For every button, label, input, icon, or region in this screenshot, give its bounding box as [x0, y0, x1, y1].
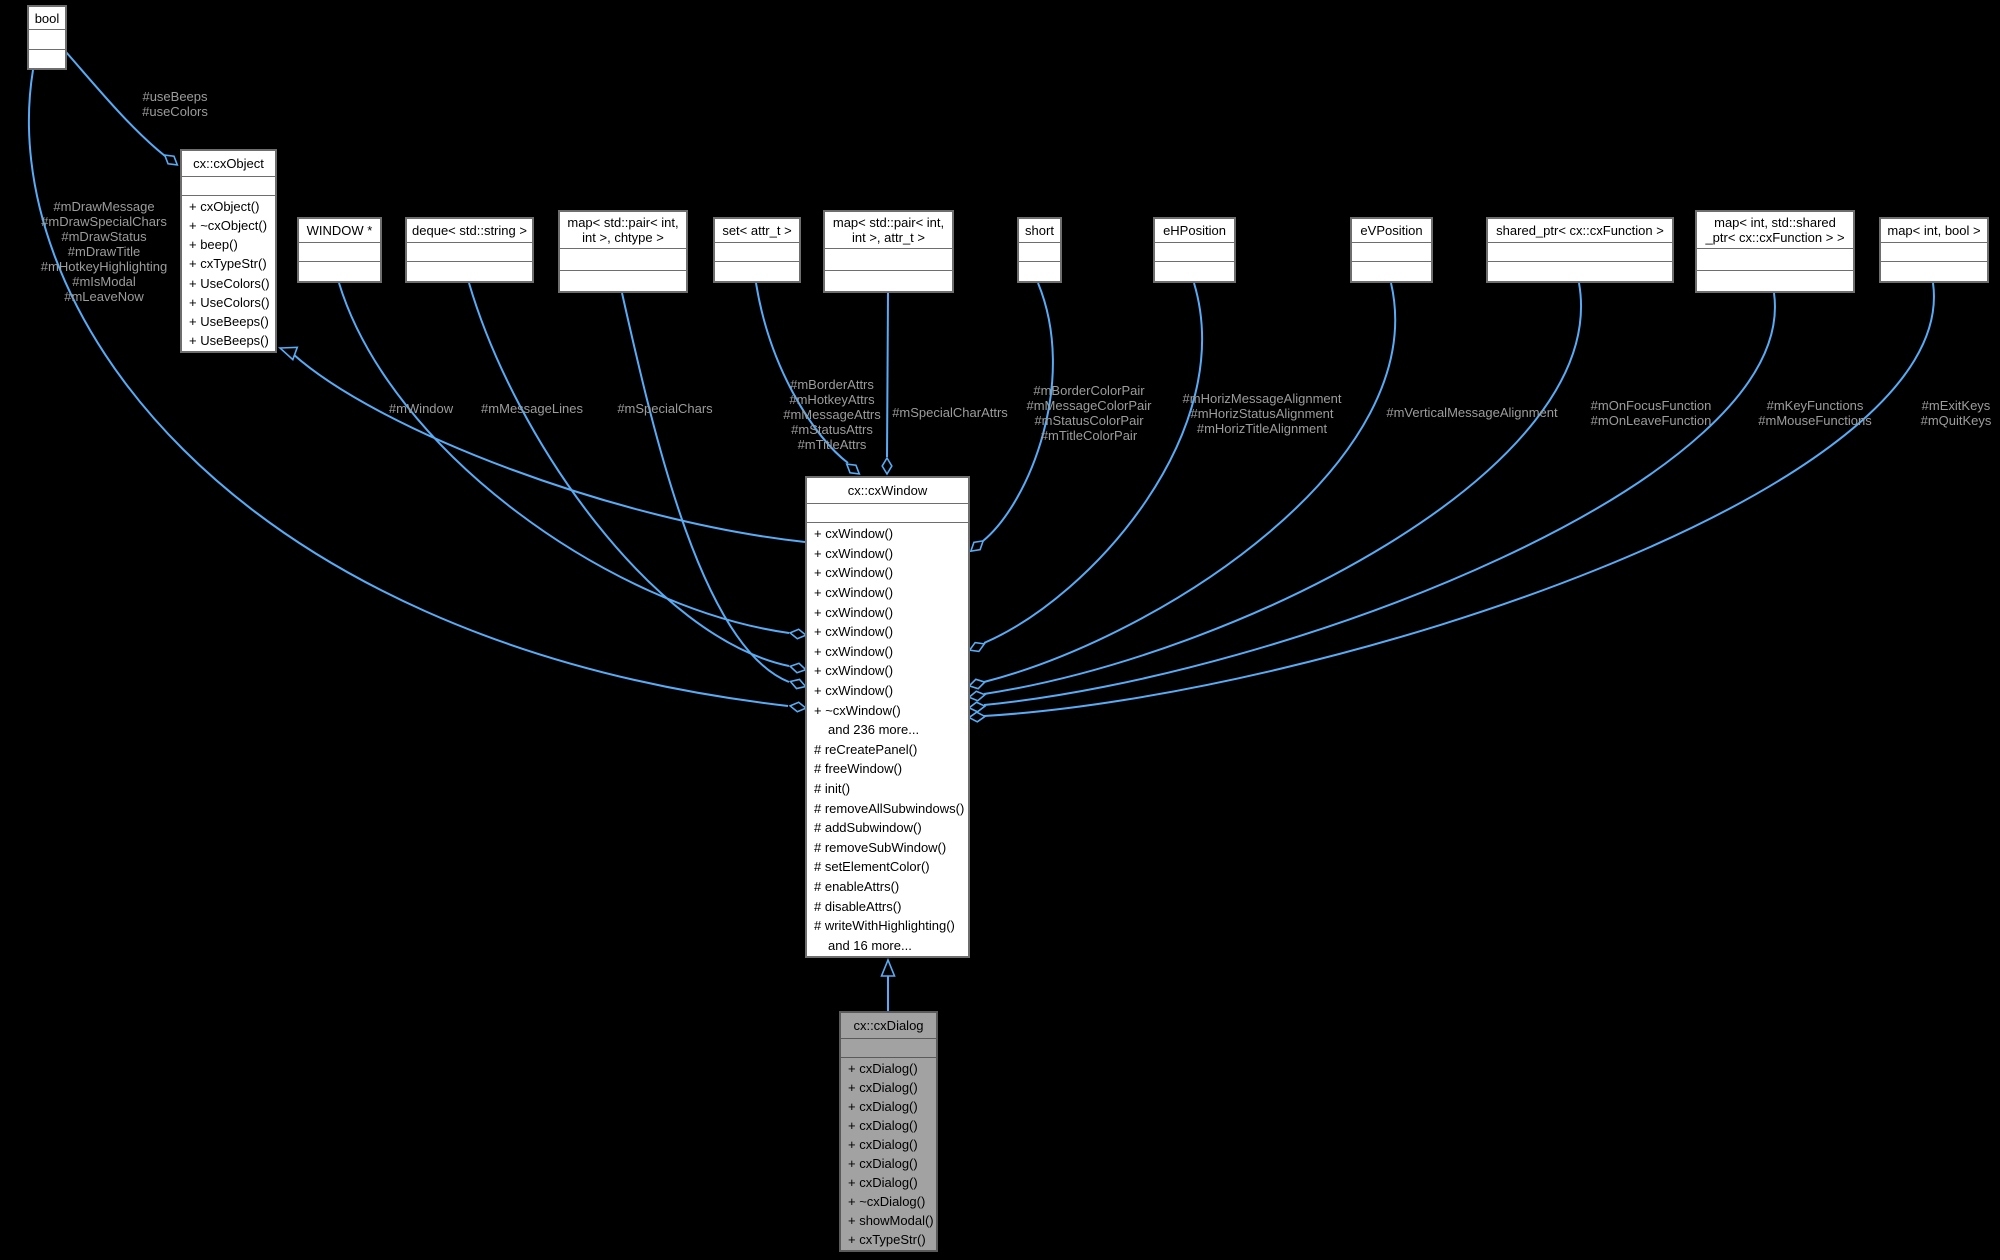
aggregation-diamond — [845, 463, 861, 475]
edge-usebeeps — [65, 51, 166, 157]
edge-label-drawflags: #mDrawMessage #mDrawSpecialChars #mDrawS… — [40, 199, 168, 304]
edge-mmessagelines — [468, 282, 790, 667]
class-cxwindow[interactable]: cx::cxWindow + cxWindow() + cxWindow() +… — [805, 476, 970, 958]
edge-mspecialcharattrs — [886, 292, 889, 458]
class-title: set< attr_t > — [715, 219, 799, 243]
aggregation-diamond — [788, 701, 808, 713]
edge-label-mkeyfns: #mKeyFunctions #mMouseFunctions — [1758, 398, 1872, 428]
class-title: eVPosition — [1352, 219, 1431, 243]
class-title: map< std::pair< int, int >, chtype > — [560, 212, 686, 250]
attributes-compartment — [29, 30, 65, 50]
attributes-compartment — [182, 177, 275, 196]
class-ehposition[interactable]: eHPosition — [1153, 217, 1236, 283]
edge-mfocusfns — [983, 282, 1582, 695]
edge-label-mwindow: #mWindow — [388, 401, 454, 416]
edge-mwindow — [338, 282, 790, 634]
edge-label-mexitkeys: #mExitKeys #mQuitKeys — [1920, 398, 1992, 428]
class-cxobject[interactable]: cx::cxObject + cxObject() + ~cxObject() … — [180, 149, 277, 353]
aggregation-diamond — [969, 539, 985, 553]
class-title: deque< std::string > — [407, 219, 532, 243]
edge-mcolorpairs — [982, 282, 1054, 542]
class-set-attr[interactable]: set< attr_t > — [713, 217, 801, 283]
methods-compartment — [29, 50, 65, 68]
class-evposition[interactable]: eVPosition — [1350, 217, 1433, 283]
class-title: cx::cxWindow — [807, 478, 968, 504]
aggregation-diamond — [967, 690, 987, 702]
edge-mattrs — [755, 282, 849, 464]
inheritance-arrow — [880, 957, 896, 977]
aggregation-diamond — [967, 711, 987, 723]
aggregation-diamond — [788, 628, 808, 640]
class-title: shared_ptr< cx::cxFunction > — [1488, 219, 1672, 243]
class-title: map< int, bool > — [1881, 219, 1987, 243]
class-title: map< int, std::shared _ptr< cx::cxFuncti… — [1697, 212, 1853, 250]
methods-compartment: + cxDialog() + cxDialog() + cxDialog() +… — [848, 1061, 934, 1247]
edge-label-mmessagelines: #mMessageLines — [481, 401, 583, 416]
edge-mhorizalign — [983, 282, 1204, 644]
aggregation-diamond — [967, 701, 987, 713]
edge-drawflags — [28, 69, 789, 707]
edge-label-mcolorpairs: #mBorderColorPair #mMessageColorPair #mS… — [1026, 383, 1152, 443]
edge-label-mattrs: #mBorderAttrs #mHotkeyAttrs #mMessageAtt… — [783, 377, 881, 452]
class-title: eHPosition — [1155, 219, 1234, 243]
class-short[interactable]: short — [1017, 217, 1062, 283]
class-map-chtype[interactable]: map< std::pair< int, int >, chtype > — [558, 210, 688, 293]
edge-label-mspecialchars: #mSpecialChars — [617, 401, 713, 416]
aggregation-diamond — [788, 678, 808, 690]
class-title: WINDOW * — [299, 219, 380, 243]
edge-label-usebeeps: #useBeeps #useColors — [142, 89, 208, 119]
aggregation-diamond — [788, 662, 808, 674]
class-cxdialog[interactable]: cx::cxDialog + cxDialog() + cxDialog() +… — [839, 1011, 938, 1252]
methods-compartment: + cxWindow() + cxWindow() + cxWindow() +… — [814, 526, 965, 953]
class-deque-string[interactable]: deque< std::string > — [405, 217, 534, 283]
class-title: cx::cxDialog — [841, 1013, 936, 1039]
edge-label-mfocusfns: #mOnFocusFunction #mOnLeaveFunction — [1590, 398, 1712, 428]
edge-mspecialchars — [621, 292, 790, 683]
aggregation-diamond — [881, 456, 893, 476]
edge-inherit-cxobject — [292, 353, 806, 543]
edge-mexitkeys — [983, 282, 1935, 717]
class-map-attr[interactable]: map< std::pair< int, int >, attr_t > — [823, 210, 954, 293]
edge-label-mvertalign: #mVerticalMessageAlignment — [1386, 405, 1558, 420]
aggregation-diamond — [163, 154, 179, 166]
class-title: map< std::pair< int, int >, attr_t > — [825, 212, 952, 250]
edge-mkeyfns — [983, 292, 1776, 706]
edge-label-mhorizalign: #mHorizMessageAlignment #mHorizStatusAli… — [1182, 391, 1342, 436]
class-bool[interactable]: bool — [27, 5, 67, 70]
inheritance-arrow — [278, 346, 299, 361]
class-title: cx::cxObject — [182, 151, 275, 177]
class-shared-ptr-fn[interactable]: shared_ptr< cx::cxFunction > — [1486, 217, 1674, 283]
edge-label-mspecialcharattrs: #mSpecialCharAttrs — [892, 405, 1008, 420]
aggregation-diamond — [968, 641, 986, 653]
methods-compartment: + cxObject() + ~cxObject() + beep() + cx… — [189, 199, 270, 348]
class-map-int-fn[interactable]: map< int, std::shared _ptr< cx::cxFuncti… — [1695, 210, 1855, 293]
aggregation-diamond — [967, 678, 987, 690]
edge-mvertalign — [983, 282, 1397, 683]
attributes-compartment — [807, 504, 968, 523]
class-title: bool — [29, 7, 65, 31]
class-title: short — [1019, 219, 1060, 243]
attributes-compartment — [841, 1039, 936, 1058]
class-map-int-bool[interactable]: map< int, bool > — [1879, 217, 1989, 283]
class-window-ptr[interactable]: WINDOW * — [297, 217, 382, 283]
